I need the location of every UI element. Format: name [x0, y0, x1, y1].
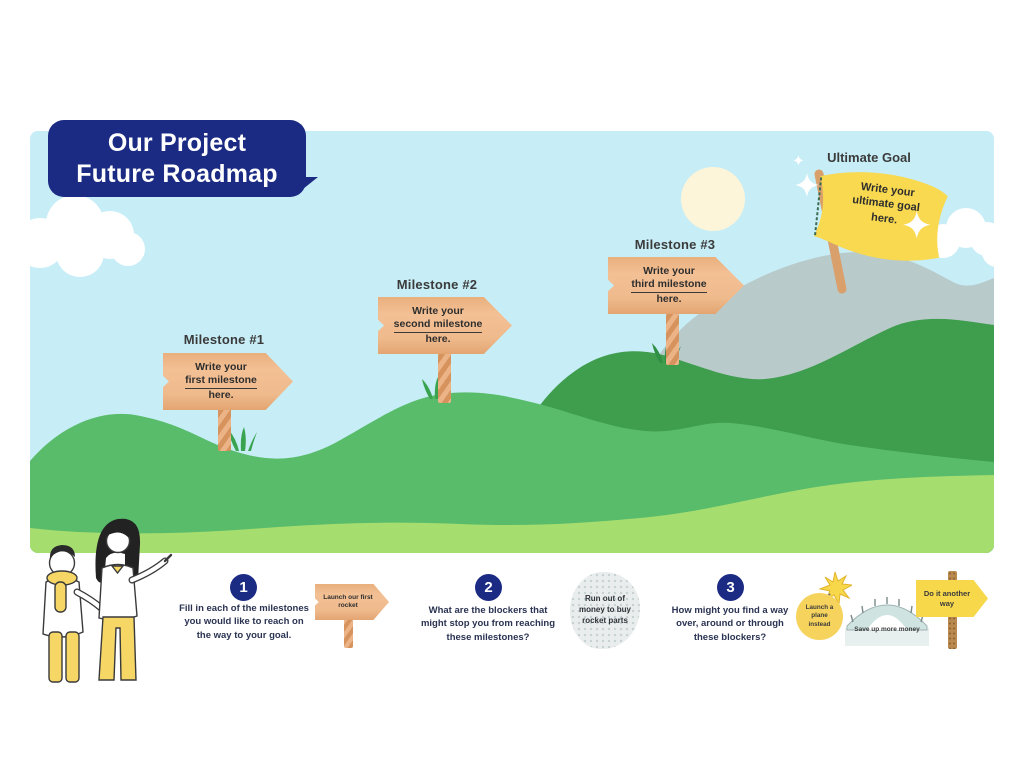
step-3-text: How might you find a way over, around or… — [640, 604, 820, 644]
step-2-number: 2 — [484, 579, 493, 596]
milestone-1-fill-in: first milestone — [185, 374, 257, 389]
milestone-2-label: Milestone #2 — [396, 277, 478, 292]
milestone-2-sign[interactable]: Write your second milestone here. — [378, 297, 512, 354]
step-2-line: might stop you from reaching — [420, 618, 556, 630]
step-2-line: these milestones? — [446, 631, 530, 643]
grass-icon — [228, 427, 257, 451]
page-title-line2: Future Roadmap — [76, 159, 278, 188]
milestone-3-text: Write your — [643, 264, 695, 277]
boulder-icon-label: Run out of money to buy rocket parts — [578, 594, 631, 625]
milestone-1-label: Milestone #1 — [183, 332, 265, 347]
milestone-1-text: here. — [208, 388, 234, 401]
bridge-icon-label: Save up more money — [845, 626, 929, 634]
step-1-line: the way to your goal. — [196, 629, 292, 641]
milestone-3-fill-in: third milestone — [631, 278, 707, 293]
milestone-1-sign[interactable]: Write your first milestone here. — [163, 353, 293, 410]
milestone-1-pole — [218, 401, 231, 451]
hill-light — [30, 475, 994, 553]
sparkle-icon — [793, 155, 931, 239]
signpost-icon-pole — [344, 618, 353, 648]
woman-figure — [95, 518, 173, 681]
bomb-icon: Launch a plane instead — [796, 593, 843, 640]
man-figure — [42, 545, 105, 683]
milestone-3-label: Milestone #3 — [634, 237, 716, 252]
landscape-art — [30, 131, 994, 553]
milestone-2-pole — [438, 347, 451, 403]
arrow-sign-icon: Do it another way — [916, 580, 988, 617]
step-2-badge: 2 — [475, 574, 502, 601]
milestone-3-sign[interactable]: Write your third milestone here. — [608, 257, 744, 314]
signpost-icon-label: Launch our first rocket — [323, 593, 373, 609]
milestone-1-text: Write your — [195, 360, 247, 373]
cloud-icon — [30, 195, 145, 277]
milestone-3-text: here. — [656, 292, 682, 305]
step-1-line: you would like to reach on — [184, 616, 304, 628]
milestone-2-text: Write your — [412, 304, 464, 317]
step-2-text: What are the blockers that might stop yo… — [398, 604, 578, 644]
step-3-line: over, around or through — [676, 618, 784, 630]
sun-icon — [681, 167, 745, 231]
ultimate-goal-label: Ultimate Goal — [827, 150, 911, 165]
milestone-3-pole — [666, 307, 679, 365]
boulder-icon: Run out of money to buy rocket parts — [570, 572, 640, 649]
flag-icon — [813, 172, 948, 261]
page-title-line1: Our Project — [107, 129, 247, 157]
step-1-text: Fill in each of the milestones you would… — [160, 602, 328, 642]
roadmap-scene: Milestone #1 Write your first milestone … — [30, 131, 994, 553]
bomb-icon-label: Launch a plane instead — [805, 604, 834, 628]
step-3-line: How might you find a way — [671, 605, 789, 616]
step-3-badge: 3 — [717, 574, 744, 601]
title-box: Our Project Future Roadmap — [48, 120, 318, 197]
grass-icon — [422, 377, 451, 399]
people-illustration — [42, 518, 173, 683]
step-1-badge: 1 — [230, 574, 257, 601]
milestone-2-text: here. — [425, 332, 451, 345]
bridge-label-text: Save up more money — [854, 626, 920, 633]
milestone-2-fill-in: second milestone — [393, 318, 483, 333]
arrow-sign-label: Do it another way — [923, 588, 971, 608]
step-1-line: Fill in each of the milestones — [179, 603, 309, 614]
step-3-number: 3 — [726, 579, 735, 596]
step-1-number: 1 — [239, 579, 248, 596]
step-2-line: What are the blockers that — [428, 605, 548, 616]
step-3-line: these blockers? — [693, 631, 767, 643]
signpost-icon: Launch our first rocket — [315, 584, 389, 620]
bridge-icon — [845, 597, 929, 646]
